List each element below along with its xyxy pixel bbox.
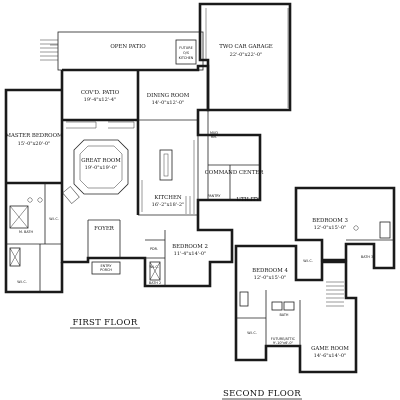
wic-bed2-label: W.I.C. bbox=[149, 265, 159, 269]
mud-room-label-2: RM. bbox=[211, 135, 217, 139]
bedroom2-label: BEDROOM 2 bbox=[172, 244, 208, 250]
bath3-label: BATH 3 bbox=[361, 255, 373, 259]
open-patio-steps bbox=[40, 39, 58, 61]
foyer-label: FOYER bbox=[94, 226, 115, 232]
powder-label: PDR. bbox=[150, 247, 158, 251]
bath4-label: BATH bbox=[279, 313, 288, 317]
pantry-label: PANTRY bbox=[208, 194, 222, 198]
wic-master-label-b: W.I.C. bbox=[17, 280, 27, 284]
first-floor-walls bbox=[4, 2, 292, 294]
future-kitchen-label-3: KITCHEN bbox=[179, 56, 194, 60]
entry-porch-label-2: PORCH bbox=[100, 268, 112, 272]
second-floor-stair bbox=[326, 281, 344, 307]
game-room-label: GAME ROOM bbox=[311, 346, 349, 352]
wic-master-label-a: W.I.C. bbox=[49, 217, 59, 221]
game-room-dims: 14'-6"x14'-0" bbox=[314, 353, 347, 359]
dining-label: DINING ROOM bbox=[147, 93, 190, 99]
kitchen-island bbox=[141, 140, 195, 212]
future-attic-label: FUTURE/ATTIC bbox=[271, 337, 296, 341]
entry-porch-outline bbox=[91, 261, 121, 275]
master-bath-label: M. BATH bbox=[19, 230, 34, 234]
bedroom3-label: BEDROOM 3 bbox=[312, 218, 348, 224]
bath2-label: BATH 2 bbox=[149, 281, 161, 285]
covd-patio-dims: 19'-4"x12'-4" bbox=[84, 97, 117, 103]
bedroom3-wing bbox=[294, 186, 396, 270]
kitchen-label: KITCHEN bbox=[154, 195, 182, 201]
utility-label: UTILITY bbox=[236, 197, 260, 203]
covered-patio-trellis bbox=[66, 121, 135, 129]
entry-porch-label: ENTRY bbox=[101, 264, 113, 268]
future-kitchen-label: FUTURE bbox=[179, 46, 192, 50]
second-floor-walls bbox=[234, 186, 396, 374]
second-floor-caption: SECOND FLOOR bbox=[223, 389, 301, 399]
bedroom4-label: BEDROOM 4 bbox=[252, 268, 288, 274]
bedroom4-dims: 12'-0"x15'-0" bbox=[254, 275, 287, 281]
great-room-ceiling bbox=[62, 139, 129, 204]
command-center-label: COMMAND CENTER bbox=[205, 170, 265, 176]
master-wing-walls bbox=[4, 88, 64, 294]
first-floor-caption: FIRST FLOOR bbox=[72, 318, 137, 328]
master-bedroom-label: MASTER BEDROOM bbox=[5, 133, 63, 139]
bedroom2-dims: 11'-4"x14'-0" bbox=[174, 251, 207, 257]
future-kitchen-label-2: O/S bbox=[183, 51, 189, 55]
great-room-label: GREAT ROOM bbox=[81, 158, 121, 164]
kitchen-dims: 16'-2"x18'-2" bbox=[152, 202, 185, 208]
fireplace bbox=[62, 186, 80, 204]
bath2-fixtures bbox=[149, 261, 161, 281]
future-attic-dims: 9'-10"x6'-0" bbox=[273, 341, 294, 345]
open-patio-label: OPEN PATIO bbox=[110, 44, 146, 50]
wic-bed4-label: W.I.C. bbox=[247, 331, 257, 335]
mud-room-label: MUD bbox=[210, 131, 218, 135]
bedroom3-dims: 12'-0"x15'-0" bbox=[314, 225, 347, 231]
great-room-dims: 19'-0"x19'-0" bbox=[85, 165, 118, 171]
dining-dims: 14'-0"x12'-0" bbox=[152, 100, 185, 106]
second-floor-main bbox=[234, 244, 358, 374]
bath3-tub bbox=[379, 221, 391, 239]
first-floor-stair bbox=[185, 196, 195, 214]
wic-bed3-label: W.I.C. bbox=[303, 259, 313, 263]
future-kitchen-outline bbox=[175, 39, 197, 65]
main-house-exterior bbox=[60, 64, 262, 288]
garage-label: TWO CAR GARAGE bbox=[219, 44, 273, 50]
garage-dims: 22'-0"x22'-0" bbox=[230, 52, 263, 58]
master-bedroom-dims: 15'-0"x20'-0" bbox=[18, 141, 51, 147]
covd-patio-label: COV'D. PATIO bbox=[81, 90, 120, 96]
master-bath-fixtures bbox=[9, 197, 43, 267]
